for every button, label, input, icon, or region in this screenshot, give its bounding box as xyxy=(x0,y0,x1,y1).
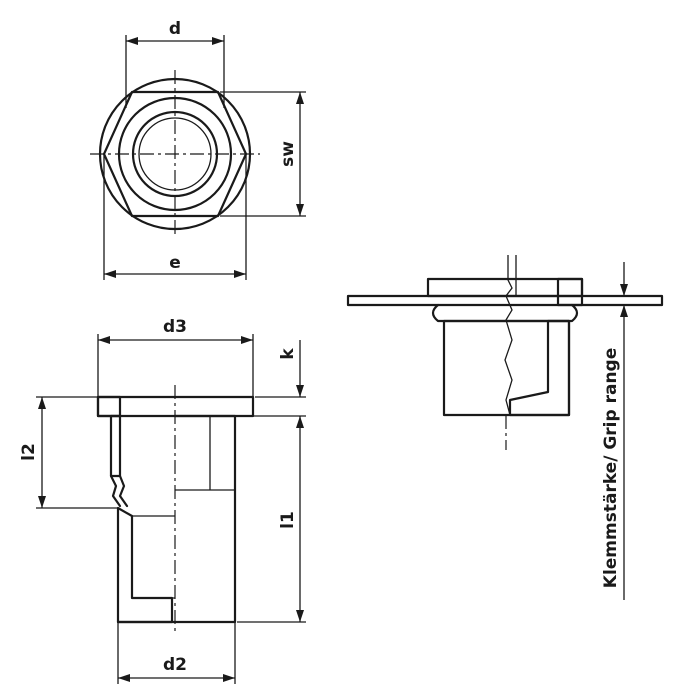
top-view: d sw e xyxy=(90,19,306,280)
lower-wall-section xyxy=(116,506,174,624)
section-view: d3 k l1 l2 d2 xyxy=(19,317,306,684)
installed-view: Klemmstärke/ Grip range xyxy=(346,255,664,600)
k-label: k xyxy=(278,348,298,360)
installed-bulge xyxy=(431,303,579,323)
flange-section-left xyxy=(96,395,122,418)
d-label: d xyxy=(169,19,181,39)
d3-label: d3 xyxy=(163,317,187,337)
e-label: e xyxy=(169,253,181,273)
l1-label: l1 xyxy=(278,511,298,529)
d2-label: d2 xyxy=(163,655,187,675)
grip-range-label: Klemmstärke/ Grip range xyxy=(601,348,621,588)
l2-label: l2 xyxy=(19,443,39,461)
sheet-plate xyxy=(346,294,664,307)
sw-label: sw xyxy=(278,141,298,167)
upper-wall-section xyxy=(109,414,122,478)
right-half-outline xyxy=(116,414,237,624)
